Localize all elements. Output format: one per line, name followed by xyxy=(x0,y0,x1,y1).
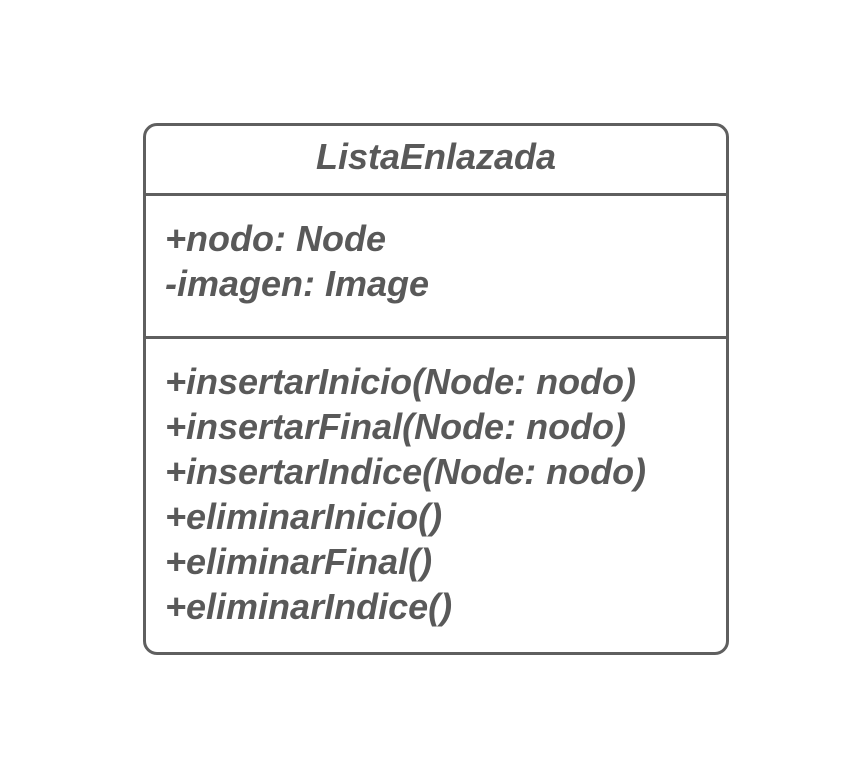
method-eliminar-final: +eliminarFinal() xyxy=(165,541,433,582)
attributes-section: +nodo: Node -imagen: Image xyxy=(146,196,726,339)
method-insertar-final: +insertarFinal(Node: nodo) xyxy=(165,406,627,447)
method-insertar-inicio: +insertarInicio(Node: nodo) xyxy=(165,361,637,402)
class-name: ListaEnlazada xyxy=(146,126,726,196)
method-insertar-indice: +insertarIndice(Node: nodo) xyxy=(165,451,647,492)
attribute-nodo: +nodo: Node xyxy=(165,218,386,259)
method-eliminar-indice: +eliminarIndice() xyxy=(165,586,453,627)
uml-class-box[interactable]: ListaEnlazada +nodo: Node -imagen: Image… xyxy=(143,123,729,655)
attribute-imagen: -imagen: Image xyxy=(165,263,430,304)
method-eliminar-inicio: +eliminarInicio() xyxy=(165,496,443,537)
methods-section: +insertarInicio(Node: nodo) +insertarFin… xyxy=(146,339,726,629)
